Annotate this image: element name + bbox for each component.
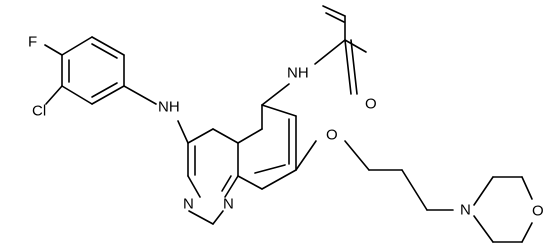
atom-o-morpholine: O — [532, 203, 544, 220]
atom-o-carbonyl: O — [365, 96, 377, 113]
bond — [188, 210, 214, 225]
bond — [187, 128, 214, 144]
bond — [45, 85, 63, 105]
bond — [473, 176, 494, 206]
bond — [224, 175, 239, 198]
bond — [344, 39, 367, 53]
bond — [344, 39, 352, 95]
morpholine-ring — [473, 176, 533, 243]
atom-f: F — [28, 34, 37, 51]
atom-n-ring3: N — [183, 196, 194, 213]
bond — [325, 12, 345, 23]
chlorofluorophenyl-group — [44, 36, 157, 105]
bond — [401, 169, 428, 211]
bond — [314, 39, 346, 65]
bond — [261, 83, 290, 106]
bond — [44, 44, 63, 56]
bond — [350, 39, 358, 95]
bond — [177, 120, 189, 144]
acrylamide-group — [261, 5, 367, 106]
bond — [521, 176, 533, 200]
bond — [521, 222, 533, 243]
bond — [322, 5, 346, 17]
bond — [91, 43, 118, 59]
bond — [61, 85, 93, 105]
bond — [237, 128, 263, 144]
bond — [212, 210, 224, 225]
bond — [295, 140, 317, 171]
bond — [61, 36, 93, 56]
bond — [473, 215, 494, 243]
atom-n-ring1: N — [223, 196, 234, 213]
bond — [123, 85, 157, 105]
atom-n-morpholine: N — [460, 202, 471, 219]
bond — [344, 140, 370, 171]
bond — [91, 36, 125, 56]
bond — [221, 175, 232, 192]
bond — [91, 82, 118, 98]
bond — [91, 85, 125, 105]
bond — [254, 164, 286, 174]
bond — [187, 175, 201, 198]
atom-nh-amide: NH — [287, 65, 309, 82]
atom-cl: Cl — [32, 103, 46, 120]
morpholinopropoxy-chain — [295, 140, 454, 211]
atom-o-ether: O — [326, 127, 338, 144]
atom-nh-anilino: NH — [158, 99, 180, 116]
bond — [261, 169, 297, 190]
bond — [212, 128, 239, 144]
quinazoline-core — [177, 104, 297, 225]
bond — [261, 104, 297, 117]
bond — [237, 175, 263, 190]
